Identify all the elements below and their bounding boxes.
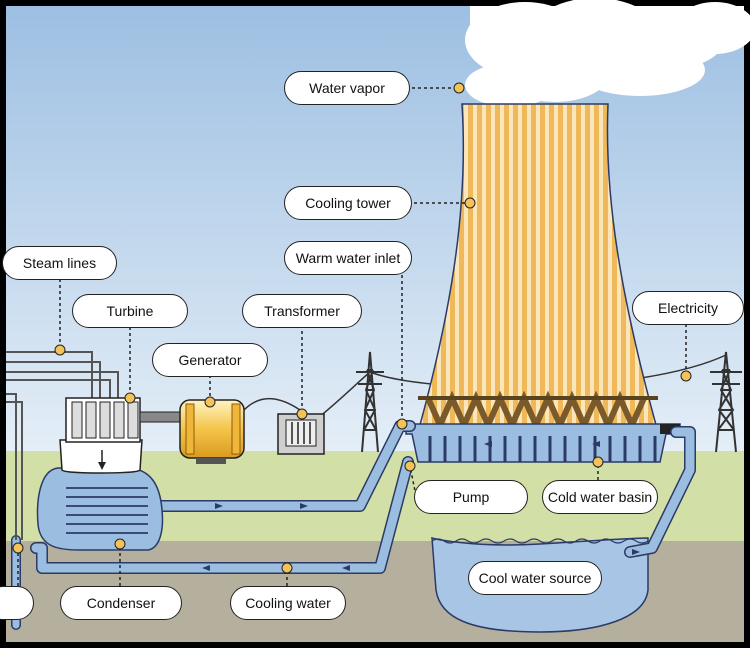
generator-body	[179, 399, 245, 464]
label-generator: Generator	[152, 343, 268, 377]
label-transformer: Transformer	[242, 294, 362, 328]
label-cropped	[0, 586, 34, 620]
label-cool-water-source: Cool water source	[468, 561, 602, 595]
label-cooling-tower: Cooling tower	[284, 186, 412, 220]
turbine-body	[59, 397, 181, 474]
label-electricity: Electricity	[632, 291, 744, 325]
label-pump: Pump	[414, 480, 528, 514]
label-condenser: Condenser	[60, 586, 182, 620]
steam-cloud	[465, 0, 750, 107]
transformer-body	[277, 413, 325, 455]
label-cooling-water: Cooling water	[230, 586, 346, 620]
label-water-vapor: Water vapor	[284, 71, 410, 105]
pylon-left	[356, 351, 384, 453]
label-turbine: Turbine	[72, 294, 188, 328]
condenser-body	[36, 467, 164, 551]
label-steam-lines: Steam lines	[2, 246, 117, 280]
pylon-right	[710, 351, 742, 453]
label-cold-water-basin: Cold water basin	[542, 480, 658, 514]
label-warm-water-inlet: Warm water inlet	[284, 241, 412, 275]
